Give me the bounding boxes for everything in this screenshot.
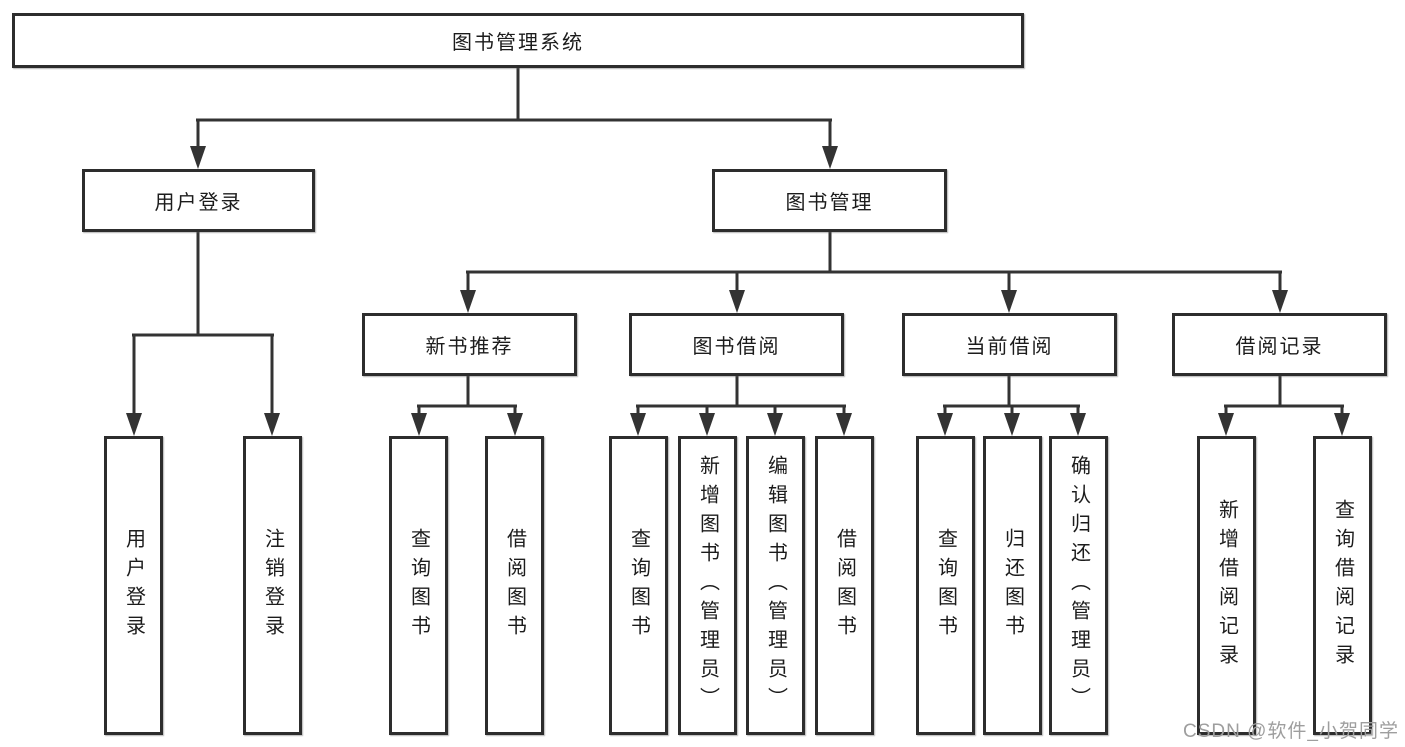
node-br-query-record: 查询借阅记录	[1313, 436, 1372, 735]
node-cb-query-books: 查询图书	[916, 436, 975, 735]
csdn-watermark: CSDN @软件_小贺同学	[1183, 721, 1399, 742]
edge-book-borrow-children	[630, 376, 852, 436]
node-label: 图书管理系统	[452, 32, 584, 54]
node-borrowing-records: 借阅记录	[1172, 313, 1387, 376]
node-bb-edit-books-admin: 编辑图书（管理员）	[746, 436, 805, 735]
node-label: 归还图书	[1001, 527, 1024, 644]
node-label: 借阅图书	[503, 527, 526, 644]
node-cb-return-books: 归还图书	[983, 436, 1042, 735]
node-label: 图书借阅	[692, 336, 781, 358]
node-label: 借阅图书	[833, 527, 856, 644]
node-book-management: 图书管理	[712, 169, 947, 232]
node-label: 查询图书	[934, 527, 957, 644]
node-logout: 注销登录	[243, 436, 302, 735]
node-label: 当前借阅	[965, 336, 1054, 358]
edge-root-to-level2	[190, 68, 838, 169]
node-user-login-leaf: 用户登录	[104, 436, 163, 735]
node-label: 用户登录	[122, 527, 145, 644]
node-cb-confirm-return-admin: 确认归还（管理员）	[1049, 436, 1108, 735]
node-label: 借阅记录	[1235, 336, 1324, 358]
node-label: 新增借阅记录	[1215, 498, 1238, 673]
node-label: 注销登录	[261, 527, 284, 644]
node-current-borrowing: 当前借阅	[902, 313, 1117, 376]
node-bb-query-books: 查询图书	[609, 436, 668, 735]
node-bb-add-books-admin: 新增图书（管理员）	[678, 436, 737, 735]
node-nbr-borrow-books: 借阅图书	[485, 436, 544, 735]
node-label: 查询图书	[627, 527, 650, 644]
node-library-management-system: 图书管理系统	[12, 13, 1024, 68]
node-bb-borrow-books: 借阅图书	[815, 436, 874, 735]
node-book-borrowing: 图书借阅	[629, 313, 844, 376]
node-br-add-record: 新增借阅记录	[1197, 436, 1256, 735]
node-label: 图书管理	[785, 192, 874, 214]
node-label: 查询借阅记录	[1331, 498, 1354, 673]
node-new-book-recommend: 新书推荐	[362, 313, 577, 376]
edge-borrow-records-children	[1218, 376, 1350, 436]
node-label: 新增图书（管理员）	[696, 455, 719, 716]
node-label: 查询图书	[407, 527, 430, 644]
node-label: 确认归还（管理员）	[1067, 455, 1090, 716]
edge-current-borrow-children	[937, 376, 1086, 436]
node-label: 用户登录	[154, 192, 243, 214]
edge-book-mgmt-children	[460, 232, 1288, 313]
node-nbr-query-books: 查询图书	[389, 436, 448, 735]
node-label: 新书推荐	[425, 336, 514, 358]
edge-new-book-rec-children	[411, 376, 523, 436]
node-user-login: 用户登录	[82, 169, 315, 232]
edge-user-login-children	[126, 232, 280, 436]
node-label: 编辑图书（管理员）	[764, 455, 787, 716]
